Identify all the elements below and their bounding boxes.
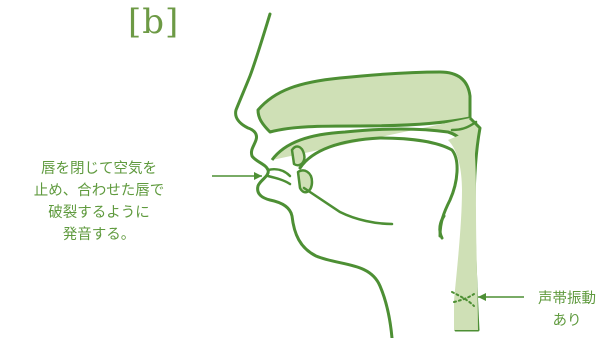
voicing-annotation: 声帯振動 あり <box>522 288 612 332</box>
lips-closure <box>266 168 292 186</box>
lower-teeth <box>296 169 314 194</box>
tongue <box>298 136 459 238</box>
soft-palate <box>450 120 478 132</box>
lips-annotation-line: 破裂するように <box>48 205 150 221</box>
voicing-annotation-line: 声帯振動 <box>538 291 596 307</box>
lips-annotation-line: 止め、合わせた唇で <box>33 183 165 199</box>
voicing-annotation-line: あり <box>552 313 582 329</box>
lips-annotation-line: 発音する。 <box>62 227 136 243</box>
epiglottis <box>438 214 446 240</box>
lips-annotation: 唇を閉じて空気を 止め、合わせた唇で 破裂するように 発音する。 <box>0 158 198 246</box>
lips-arrowhead <box>254 172 262 180</box>
vocal-folds-vibrating <box>451 291 475 307</box>
jaw-contour <box>302 186 394 226</box>
phoneme-label: [b] <box>128 2 180 42</box>
upper-teeth <box>290 145 306 167</box>
lips-annotation-line: 唇を閉じて空気を <box>41 161 157 177</box>
pharynx-airway <box>448 130 478 330</box>
nasal-cavity <box>256 70 472 134</box>
voicing-arrowhead <box>478 293 486 301</box>
